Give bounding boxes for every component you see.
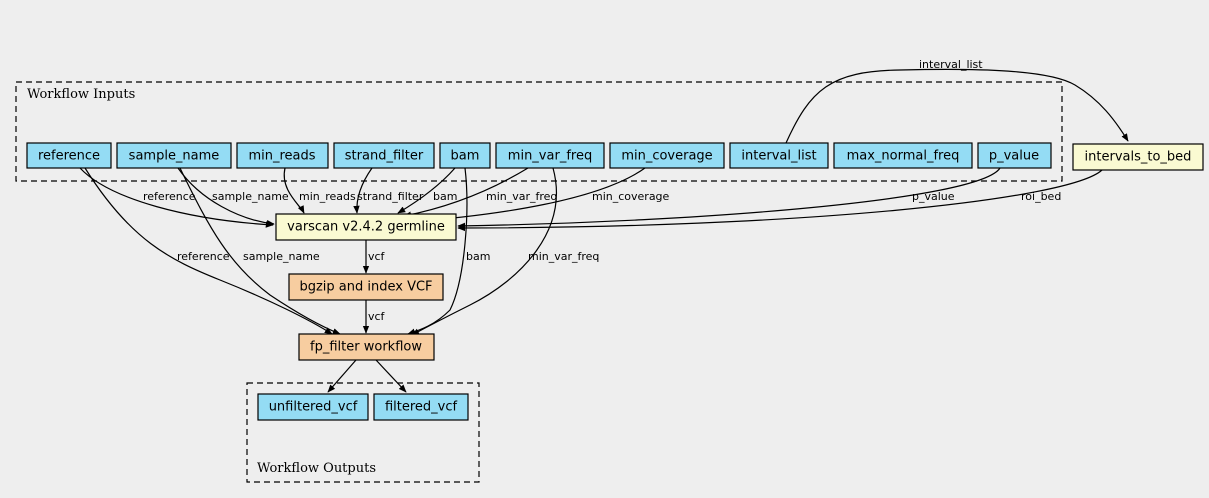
node-filtered-vcf[interactable]: filtered_vcf <box>373 393 469 421</box>
node-varscan[interactable]: varscan v2.4.2 germline <box>275 213 457 241</box>
edge-varscan-to-bgzip: vcf <box>362 240 386 274</box>
node-min-reads[interactable]: min_reads <box>236 142 329 169</box>
node-label: sample_name <box>129 149 220 164</box>
node-label: intervals_to_bed <box>1085 150 1192 165</box>
node-unfiltered-vcf[interactable]: unfiltered_vcf <box>257 393 369 421</box>
node-label: max_normal_freq <box>847 149 960 164</box>
edge-label-reference-fp: reference <box>177 250 230 263</box>
node-label: interval_list <box>741 149 816 164</box>
edge-label-bam: bam <box>433 190 457 203</box>
node-label: strand_filter <box>345 149 424 164</box>
edge-sample-name-to-fp-filter: sample_name <box>179 167 341 335</box>
node-label: filtered_vcf <box>385 400 458 415</box>
node-label: unfiltered_vcf <box>269 400 358 415</box>
node-strand-filter[interactable]: strand_filter <box>333 142 435 169</box>
workflow-outputs-cluster: Workflow Outputs <box>246 382 480 483</box>
edge-label-p-value: p_value <box>912 190 955 203</box>
workflow-inputs-label: Workflow Inputs <box>27 87 135 102</box>
edge-label-strand-filter: strand_filter <box>357 190 424 203</box>
edge-label-sample-name-fp: sample_name <box>243 250 320 263</box>
edge-label-interval-list: interval_list <box>919 58 983 71</box>
node-label: p_value <box>989 149 1039 164</box>
edge-label-roi-bed: roi_bed <box>1021 190 1061 203</box>
node-label: min_reads <box>248 149 315 164</box>
workflow-inputs-cluster: Workflow Inputs <box>15 81 1063 182</box>
edge-reference-to-varscan: reference <box>79 167 274 228</box>
node-label: min_var_freq <box>508 149 592 164</box>
edge-fp-filter-to-filtered <box>375 359 407 393</box>
node-label: bam <box>451 149 480 164</box>
node-intervals-to-bed[interactable]: intervals_to_bed <box>1072 143 1204 171</box>
edge-min-var-freq-to-varscan: min_var_freq <box>403 167 557 218</box>
edge-p-value-to-varscan: p_value <box>457 167 1001 230</box>
node-interval-list[interactable]: interval_list <box>729 142 829 169</box>
workflow-outputs-label: Workflow Outputs <box>257 461 376 476</box>
node-label: min_coverage <box>621 149 712 164</box>
edge-roi-bed-to-varscan: roi_bed <box>457 169 1103 232</box>
node-bam[interactable]: bam <box>439 142 491 169</box>
node-label: reference <box>38 149 100 164</box>
node-label: fp_filter workflow <box>310 340 422 355</box>
edge-interval-list-to-bed: interval_list <box>785 58 1129 144</box>
node-sample-name[interactable]: sample_name <box>116 142 232 169</box>
edge-min-var-freq-to-fp-filter: min_var_freq <box>411 167 599 336</box>
edge-label-sample-name: sample_name <box>212 190 289 203</box>
node-max-normal-freq[interactable]: max_normal_freq <box>833 142 973 169</box>
edge-reference-to-fp-filter: reference <box>84 167 333 335</box>
edge-min-reads-to-varscan: min_reads <box>283 167 356 214</box>
edge-label-vcf-2: vcf <box>368 310 386 323</box>
node-label: bgzip and index VCF <box>299 280 432 295</box>
node-fp-filter[interactable]: fp_filter workflow <box>298 333 435 361</box>
edge-bam-to-fp-filter: bam <box>407 167 490 335</box>
edge-label-min-reads: min_reads <box>299 190 356 203</box>
edge-bam-to-varscan: bam <box>397 167 457 214</box>
edge-fp-filter-to-unfiltered <box>327 359 357 393</box>
edge-strand-filter-to-varscan: strand_filter <box>353 167 424 214</box>
edge-label-bam-fp: bam <box>466 250 490 263</box>
edge-label-reference: reference <box>143 190 196 203</box>
node-min-var-freq[interactable]: min_var_freq <box>495 142 605 169</box>
edge-label-vcf-1: vcf <box>368 250 386 263</box>
edge-label-min-coverage: min_coverage <box>592 190 670 203</box>
edge-bgzip-to-fp-filter: vcf <box>362 300 386 334</box>
node-min-coverage[interactable]: min_coverage <box>609 142 725 169</box>
edge-label-min-var-freq-fp: min_var_freq <box>528 250 599 263</box>
edge-sample-name-to-varscan: sample_name <box>177 167 289 227</box>
node-p-value[interactable]: p_value <box>977 142 1052 169</box>
node-label: varscan v2.4.2 germline <box>287 220 445 235</box>
edge-label-min-var-freq: min_var_freq <box>486 190 557 203</box>
node-bgzip[interactable]: bgzip and index VCF <box>288 273 444 301</box>
node-reference[interactable]: reference <box>26 142 112 169</box>
